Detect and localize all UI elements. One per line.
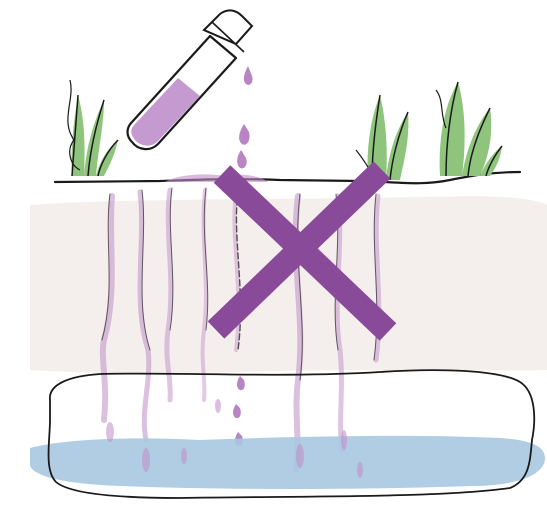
- plant-icon: [68, 80, 118, 176]
- droplet-icon: [244, 66, 253, 85]
- plant-icon: [356, 95, 408, 180]
- droplet-icon: [237, 150, 247, 168]
- droplet-icon: [237, 376, 245, 390]
- droplet-icon: [239, 124, 249, 145]
- groundwater: [30, 436, 545, 489]
- droplet-icon: [233, 404, 241, 418]
- plant-icon: [436, 82, 502, 176]
- test-tube-icon: [128, 10, 253, 149]
